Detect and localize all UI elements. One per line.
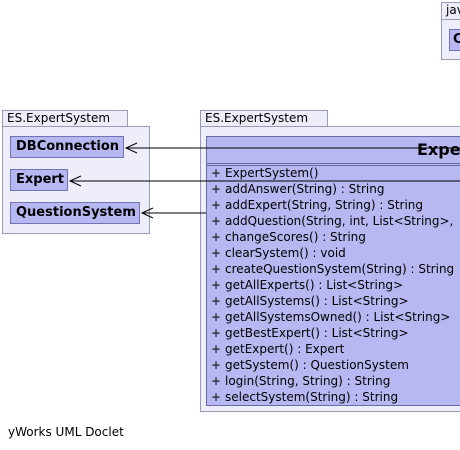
method-item: +changeScores() : String <box>211 230 366 244</box>
method-item: +getAllExperts() : List<String> <box>211 278 404 292</box>
left-package-tab: ES.ExpertSystem <box>2 110 128 127</box>
method-item: +getSystem() : QuestionSystem <box>211 358 409 372</box>
method-item: +getExpert() : Expert <box>211 342 345 356</box>
main-package-tab: ES.ExpertSystem <box>200 110 328 127</box>
attribute-separator <box>207 165 460 166</box>
method-item: +ExpertSystem() <box>211 166 319 180</box>
method-item: +addAnswer(String) : String <box>211 182 385 196</box>
method-item: +createQuestionSystem(String) : String <box>211 262 455 276</box>
questionsystem-class: QuestionSystem <box>10 202 140 224</box>
method-item: +getAllSystemsOwned() : List<String> <box>211 310 451 324</box>
method-item: +addQuestion(String, int, List<String>, <box>211 214 454 228</box>
method-item: +getBestExpert() : List<String> <box>211 326 409 340</box>
java-package-tab: jav <box>441 2 460 19</box>
expert-class: Expert <box>10 169 68 191</box>
class-title: Expert <box>417 140 460 159</box>
method-item: +clearSystem() : void <box>211 246 346 260</box>
method-item: +login(String, String) : String <box>211 374 391 388</box>
method-item: +addExpert(String, String) : String <box>211 198 424 212</box>
title-separator <box>207 163 460 164</box>
footer-label: yWorks UML Doclet <box>8 425 124 439</box>
dbconnection-class: DBConnection <box>10 136 124 158</box>
java-class-box: C <box>449 29 460 51</box>
method-item: +selectSystem(String) : String <box>211 390 399 404</box>
java-package: C <box>441 19 460 60</box>
method-item: +getAllSystems() : List<String> <box>211 294 409 308</box>
method-list: +ExpertSystem() +addAnswer(String) : Str… <box>211 165 454 405</box>
